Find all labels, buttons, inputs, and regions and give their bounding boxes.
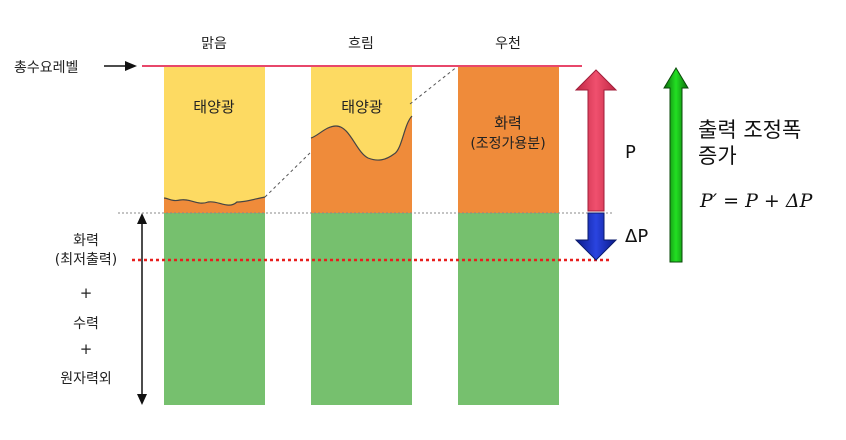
header-rainy: 우천	[495, 36, 521, 52]
header-cloudy: 흐림	[348, 36, 374, 52]
label-nuclear: 원자력외	[60, 371, 112, 387]
label-p: P	[625, 142, 636, 163]
bar-clear-base	[164, 213, 265, 405]
increase-arrow	[663, 67, 689, 263]
bar-cloudy-solar-curve	[310, 115, 413, 161]
bar-cloudy: 태양광	[310, 66, 413, 405]
bar-rainy: 화력 (조정가용분)	[458, 66, 559, 405]
bar-clear: 태양광	[163, 66, 266, 405]
header-clear: 맑음	[201, 36, 227, 52]
label-thermal: 화력	[73, 233, 99, 249]
bar-rainy-thermal	[458, 66, 559, 213]
label-increase-line2: 증가	[698, 144, 737, 168]
label-formula: P′ = P + ΔP	[699, 190, 814, 212]
label-delta-p: ΔP	[625, 226, 648, 247]
bar-cloudy-base	[311, 213, 412, 405]
label-total-demand: 총수요레벨	[14, 60, 78, 76]
base-range-arrowhead-top	[137, 213, 147, 224]
label-thermal-min: (최저출력)	[55, 252, 117, 268]
bar-cloudy-solar	[311, 66, 412, 161]
label-hydro: 수력	[73, 316, 99, 332]
label-plus-2: +	[80, 340, 93, 358]
bar-clear-solar-curve	[163, 196, 266, 206]
demand-pointer-arrowhead	[125, 61, 137, 71]
bar-cloudy-solar-label: 태양광	[341, 98, 383, 116]
label-plus-1: +	[80, 284, 93, 302]
solar-trend-line	[264, 65, 459, 198]
base-range-arrowhead-bottom	[137, 394, 147, 405]
label-increase-line1: 출력 조정폭	[698, 118, 801, 142]
bar-rainy-base	[458, 213, 559, 405]
bar-rainy-thermal-label: 화력	[494, 114, 522, 132]
p-arrow	[574, 69, 618, 212]
bar-clear-solar-label: 태양광	[193, 98, 235, 116]
bar-rainy-thermal-sublabel: (조정가용분)	[470, 136, 545, 152]
delta-p-arrow	[574, 212, 618, 261]
bar-clear-solar	[164, 66, 265, 206]
